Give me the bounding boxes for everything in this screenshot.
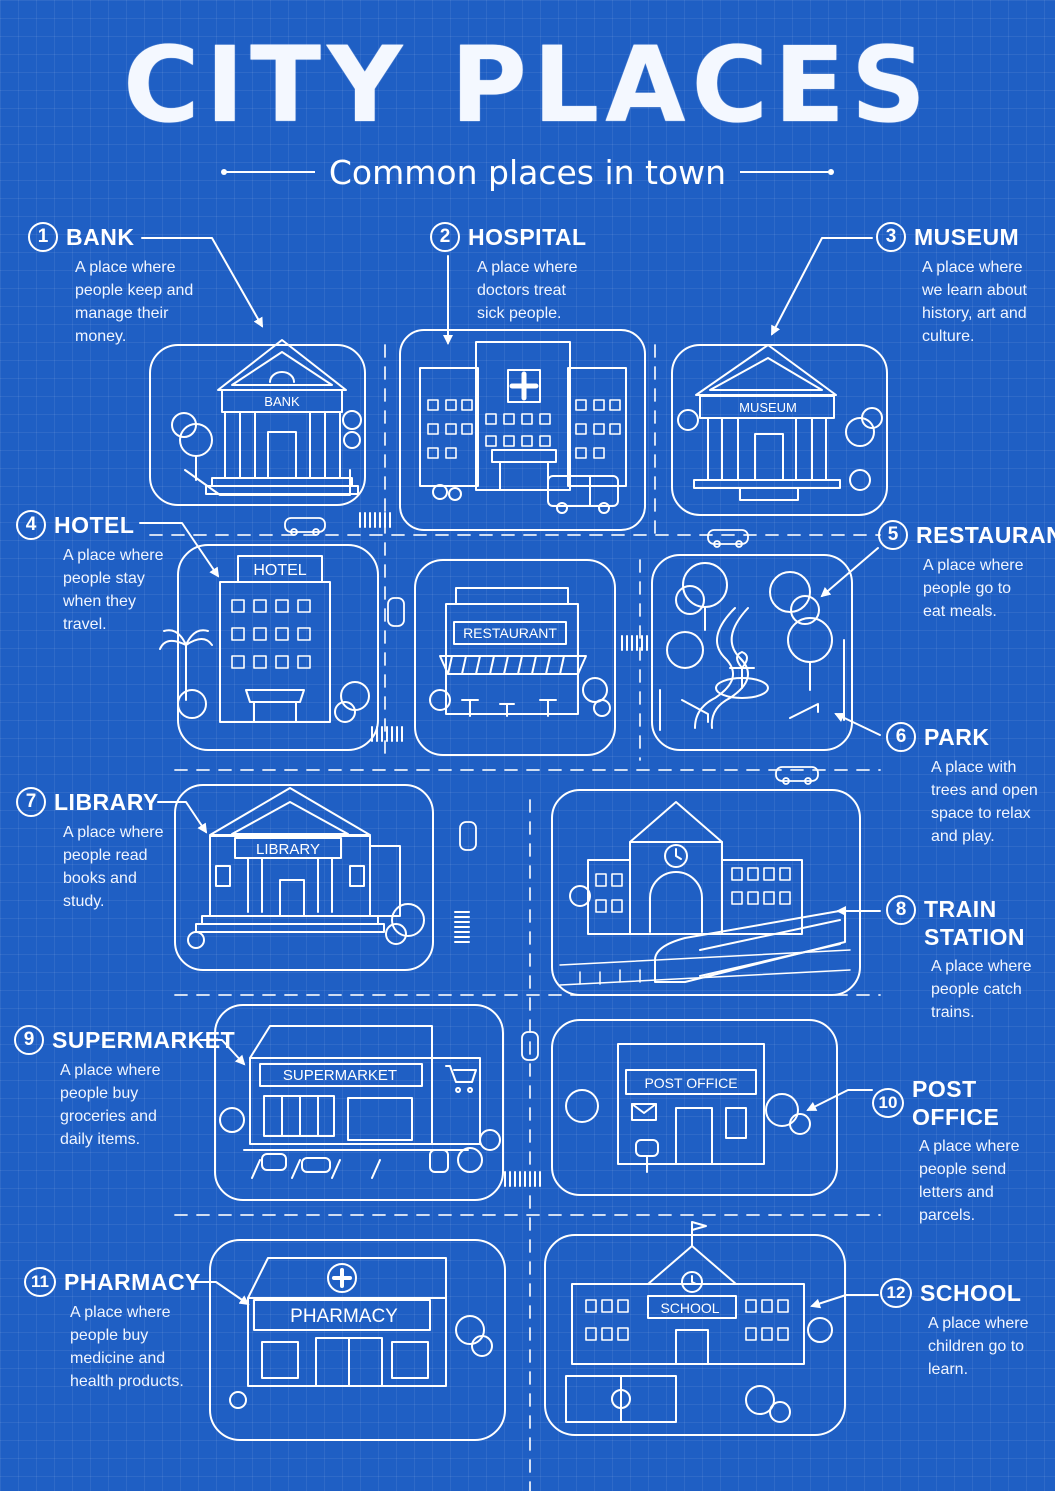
place-name: TRAIN STATION: [924, 896, 1026, 950]
number-badge: 12: [880, 1278, 912, 1308]
crosswalks: [359, 512, 648, 1187]
place-name: PARK: [924, 724, 990, 750]
number-badge: 8: [886, 895, 916, 925]
library-block: LIBRARY: [174, 784, 434, 971]
place-description: A place where people buy groceries and d…: [60, 1062, 161, 1148]
callout-park: 6 PARK A place with trees and open space…: [886, 722, 1055, 848]
number-badge: 3: [876, 222, 906, 252]
hospital-block: [399, 329, 646, 531]
place-name: HOTEL: [54, 512, 135, 538]
place-description: A place where people catch trains.: [931, 958, 1032, 1021]
subtitle-row: Common places in town: [0, 150, 1055, 194]
restaurant-block: RESTAURANT: [414, 559, 616, 756]
subtitle-divider-right: [740, 169, 835, 175]
subtitle: Common places in town: [328, 152, 727, 192]
place-name: LIBRARY: [54, 789, 159, 815]
post-office-block: POST OFFICE: [551, 1019, 838, 1196]
place-name: MUSEUM: [914, 224, 1020, 250]
bank-sign: BANK: [264, 394, 300, 409]
callout-hotel: 4 HOTEL A place where people stay when t…: [16, 510, 186, 636]
supermarket-sign: SUPERMARKET: [283, 1067, 397, 1084]
place-name: BANK: [66, 224, 135, 250]
number-badge: 10: [872, 1088, 904, 1118]
place-description: A place where doctors treat sick people.: [477, 259, 578, 322]
park-block: [651, 554, 853, 751]
number-badge: 9: [14, 1025, 44, 1055]
callout-supermarket: 9 SUPERMARKET A place where people buy g…: [14, 1025, 235, 1151]
museum-block: MUSEUM: [671, 344, 888, 516]
page-title: CITY PLACES: [123, 24, 932, 146]
number-badge: 4: [16, 510, 46, 540]
callout-bank: 1 BANK A place where people keep and man…: [28, 222, 198, 348]
callout-arrows: [139, 237, 881, 1309]
school-block: SCHOOL: [544, 1221, 846, 1436]
callout-train-station: 8 TRAIN STATION A place where people cat…: [886, 895, 1046, 1024]
post-office-sign: POST OFFICE: [644, 1075, 737, 1091]
bank-block: BANK: [149, 339, 366, 506]
place-description: A place where people send letters and pa…: [919, 1138, 1020, 1224]
pharmacy-block: PHARMACY: [209, 1239, 506, 1441]
callout-post-office: 10 POST OFFICE A place where people send…: [872, 1075, 1052, 1227]
cars: [284, 517, 819, 1061]
callout-museum: 3 MUSEUM A place where we learn about hi…: [876, 222, 1046, 348]
supermarket-block: SUPERMARKET: [214, 1004, 504, 1201]
road-markings: [149, 344, 881, 1491]
number-badge: 6: [886, 722, 916, 752]
place-description: A place where people buy medicine and he…: [70, 1304, 184, 1390]
place-description: A place where people keep and manage the…: [75, 259, 194, 345]
number-badge: 11: [24, 1267, 56, 1297]
number-badge: 1: [28, 222, 58, 252]
callout-school: 12 SCHOOL A place where children go to l…: [880, 1278, 1050, 1381]
train-station-block: [551, 789, 861, 996]
place-description: A place where we learn about history, ar…: [922, 259, 1027, 345]
number-badge: 5: [878, 520, 908, 550]
place-name: PHARMACY: [64, 1269, 201, 1295]
place-description: A place with trees and open space to rel…: [931, 759, 1038, 845]
library-sign: LIBRARY: [256, 841, 320, 858]
callout-pharmacy: 11 PHARMACY A place where people buy med…: [24, 1267, 214, 1393]
hotel-sign: HOTEL: [253, 562, 306, 579]
callout-restaurant: 5 RESTAURANT A place where people go to …: [878, 520, 1055, 623]
place-description: A place where people stay when they trav…: [63, 547, 164, 633]
restaurant-sign: RESTAURANT: [463, 625, 557, 641]
place-description: A place where people go to eat meals.: [923, 557, 1024, 620]
place-name: POST OFFICE: [912, 1076, 1000, 1130]
place-name: RESTAURANT: [916, 522, 1055, 548]
callout-library: 7 LIBRARY A place where people read book…: [16, 787, 186, 913]
callout-hospital: 2 HOSPITAL A place where doctors treat s…: [430, 222, 600, 325]
place-description: A place where people read books and stud…: [63, 824, 164, 910]
pharmacy-sign: PHARMACY: [290, 1306, 398, 1327]
subtitle-divider-left: [220, 169, 315, 175]
hotel-block: HOTEL: [159, 544, 379, 751]
place-name: SCHOOL: [920, 1280, 1022, 1306]
place-name: HOSPITAL: [468, 224, 587, 250]
school-sign: SCHOOL: [660, 1300, 719, 1316]
museum-sign: MUSEUM: [739, 400, 797, 415]
place-name: SUPERMARKET: [52, 1027, 236, 1053]
place-description: A place where children go to learn.: [928, 1315, 1029, 1378]
number-badge: 7: [16, 787, 46, 817]
number-badge: 2: [430, 222, 460, 252]
